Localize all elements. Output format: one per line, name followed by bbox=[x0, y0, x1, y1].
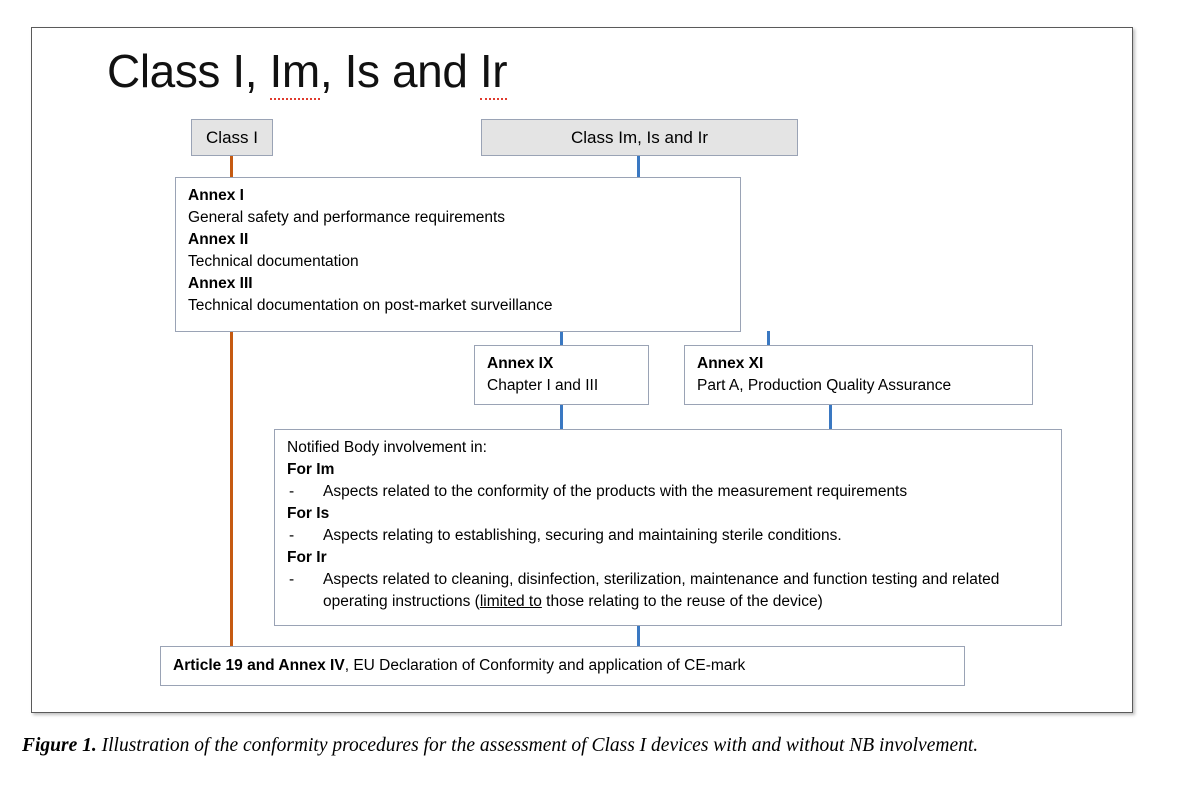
nb-text-ir-part1: Aspects related to cleaning, disinfectio… bbox=[323, 571, 1000, 610]
connector-nb-to-article bbox=[637, 625, 640, 647]
annex-ix-title: Annex IX bbox=[487, 355, 554, 372]
figure-caption-text: Illustration of the conformity procedure… bbox=[96, 735, 979, 756]
annex-iii-subtitle: Technical documentation on post-market s… bbox=[188, 297, 553, 314]
annex-ii-subtitle: Technical documentation bbox=[188, 253, 359, 270]
node-annex-i-ii-iii[interactable]: Annex I General safety and performance r… bbox=[175, 177, 741, 332]
nb-dash-is: - bbox=[289, 527, 295, 544]
connector-annex-i-to-article bbox=[230, 331, 233, 647]
nb-group-ir-item: - Aspects related to cleaning, disinfect… bbox=[287, 569, 1049, 613]
nb-group-is-item: - Aspects relating to establishing, secu… bbox=[287, 525, 1049, 547]
node-class-im-is-ir-label: Class Im, Is and Ir bbox=[571, 127, 708, 147]
node-notified-body-involvement[interactable]: Notified Body involvement in: For Im - A… bbox=[274, 429, 1062, 626]
node-annex-ix[interactable]: Annex IX Chapter I and III bbox=[474, 345, 649, 405]
title-token-ir: Ir bbox=[479, 45, 508, 100]
node-article-19-annex-iv[interactable]: Article 19 and Annex IV, EU Declaration … bbox=[160, 646, 965, 686]
nb-group-ir-label: For Ir bbox=[287, 549, 327, 566]
figure-caption: Figure 1. Illustration of the conformity… bbox=[22, 731, 1158, 760]
connector-annex-i-to-annex-ix bbox=[560, 331, 563, 346]
figure-caption-label: Figure 1. bbox=[22, 735, 97, 756]
nb-dash-ir: - bbox=[289, 571, 295, 588]
nb-text-is: Aspects relating to establishing, securi… bbox=[323, 527, 842, 544]
nb-text-ir-underlined: limited to bbox=[479, 593, 542, 610]
nb-group-is-label: For Is bbox=[287, 505, 330, 522]
annex-i-subtitle: General safety and performance requireme… bbox=[188, 209, 506, 226]
annex-ix-subtitle: Chapter I and III bbox=[487, 377, 599, 394]
connector-annex-xi-to-nb bbox=[829, 404, 832, 430]
node-annex-xi[interactable]: Annex XI Part A, Production Quality Assu… bbox=[684, 345, 1033, 405]
nb-text-im: Aspects related to the conformity of the… bbox=[323, 483, 908, 500]
connector-annex-ix-to-nb bbox=[560, 404, 563, 430]
nb-heading: Notified Body involvement in: bbox=[287, 439, 487, 456]
connector-annex-i-to-annex-xi bbox=[767, 331, 770, 346]
nb-dash-im: - bbox=[289, 483, 295, 500]
article-rest-part: , EU Declaration of Conformity and appli… bbox=[344, 657, 746, 674]
figure-frame: Class I, Im, Is and Ir Class I Class Im,… bbox=[31, 27, 1133, 713]
annex-ii-title: Annex II bbox=[188, 231, 249, 248]
title-token-im: Im bbox=[269, 45, 320, 100]
node-class-i[interactable]: Class I bbox=[191, 119, 273, 156]
node-class-i-label: Class I bbox=[206, 127, 258, 147]
annex-xi-title: Annex XI bbox=[697, 355, 764, 372]
node-class-im-is-ir[interactable]: Class Im, Is and Ir bbox=[481, 119, 798, 156]
annex-xi-subtitle: Part A, Production Quality Assurance bbox=[697, 377, 952, 394]
nb-group-im-item: - Aspects related to the conformity of t… bbox=[287, 481, 1049, 503]
nb-group-im-label: For Im bbox=[287, 461, 335, 478]
annex-iii-title: Annex III bbox=[188, 275, 253, 292]
article-bold-part: Article 19 and Annex IV bbox=[173, 657, 345, 674]
connector-class-i-to-annex-i bbox=[230, 155, 233, 178]
nb-text-ir: Aspects related to cleaning, disinfectio… bbox=[323, 569, 1049, 613]
diagram-title: Class I, Im, Is and Ir bbox=[107, 44, 508, 100]
annex-i-title: Annex I bbox=[188, 187, 244, 204]
nb-text-ir-part2: those relating to the reuse of the devic… bbox=[541, 593, 823, 610]
connector-class-imisir-down bbox=[637, 155, 640, 178]
